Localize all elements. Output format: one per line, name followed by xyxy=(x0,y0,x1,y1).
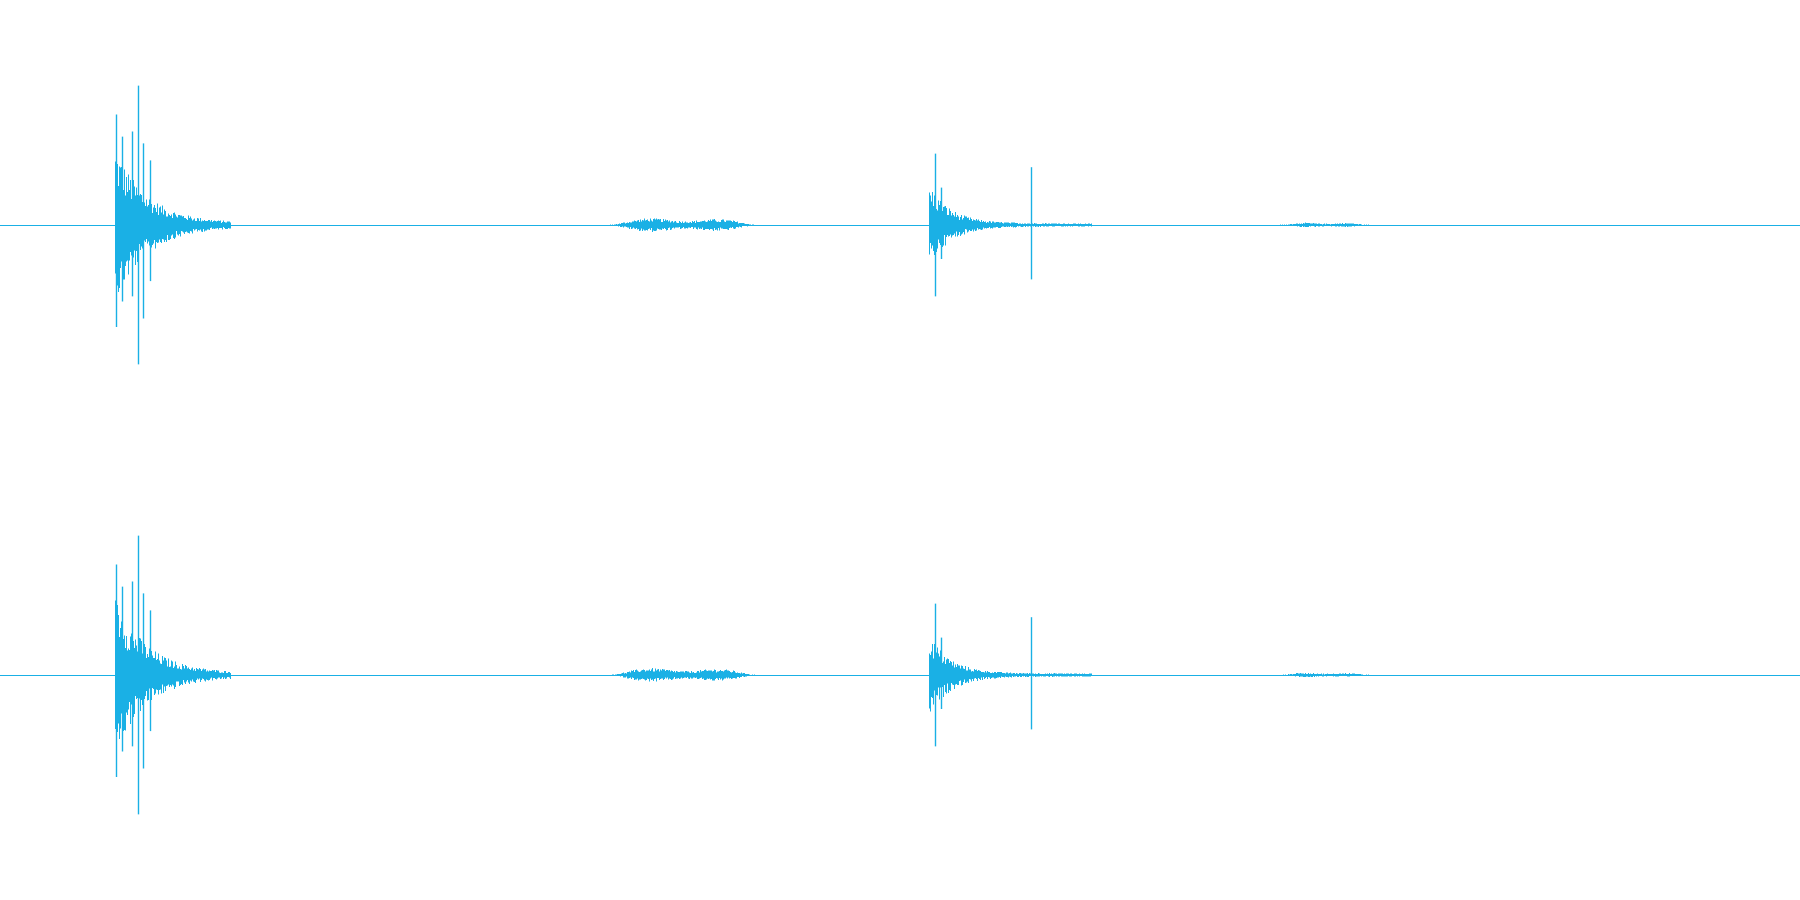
channel-2-burst-1 xyxy=(115,600,231,739)
channel-1-burst-4 xyxy=(1280,222,1369,228)
channel-2-burst-2 xyxy=(612,668,755,682)
channel-1-burst-3 xyxy=(929,192,1092,255)
channel-2 xyxy=(0,535,1800,815)
channel-1-burst-2 xyxy=(610,218,754,232)
channel-1-burst-1 xyxy=(115,161,231,301)
channel-1 xyxy=(0,85,1800,365)
waveform-channels xyxy=(0,85,1800,815)
channel-2-burst-4 xyxy=(1283,672,1369,678)
